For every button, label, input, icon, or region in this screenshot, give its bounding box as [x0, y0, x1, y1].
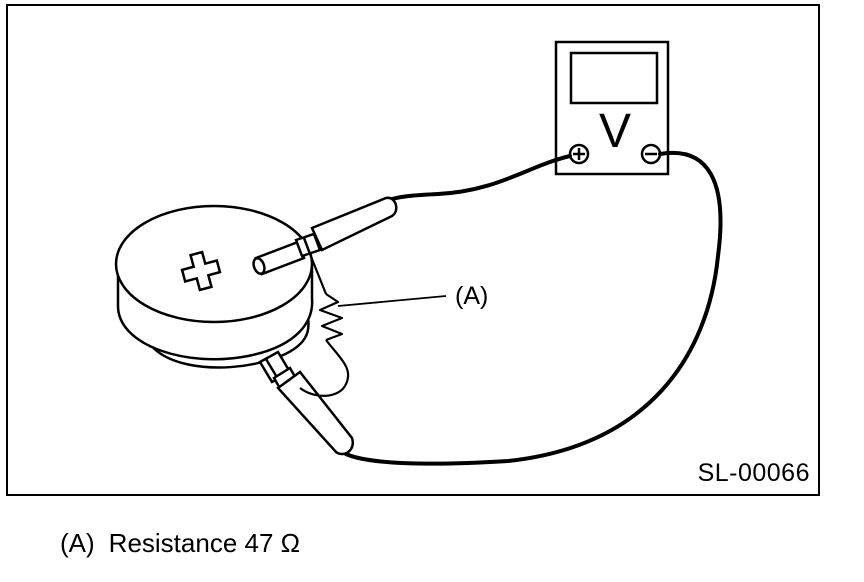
positive-terminal-icon: [568, 143, 590, 165]
test-leads: [344, 150, 723, 466]
negative-lead: [344, 150, 723, 466]
caption-text: Resistance 47 Ω: [108, 528, 301, 558]
lower-probe-connector: [258, 350, 355, 456]
cross-mark-icon: [180, 250, 222, 292]
voltmeter-display: [569, 51, 659, 105]
callout-leader: [337, 295, 447, 307]
lower-probe-handle: [276, 370, 355, 456]
voltmeter-symbol: V: [599, 105, 631, 158]
diagram-frame: V: [6, 4, 820, 496]
reference-code: SL-00066: [697, 459, 810, 487]
voltmeter: V: [554, 40, 670, 176]
upper-probe-connector: [252, 196, 398, 276]
upper-probe-handle: [310, 196, 398, 252]
figure-caption: (A) Resistance 47 Ω: [60, 528, 300, 559]
positive-lead: [390, 154, 572, 201]
speaker-unit: [114, 204, 314, 369]
callout-label-a: (A): [455, 282, 489, 310]
resistor-icon: [299, 253, 447, 397]
caption-key: (A): [60, 528, 95, 558]
wiring-diagram: V: [114, 40, 723, 466]
negative-terminal-icon: [640, 143, 662, 165]
